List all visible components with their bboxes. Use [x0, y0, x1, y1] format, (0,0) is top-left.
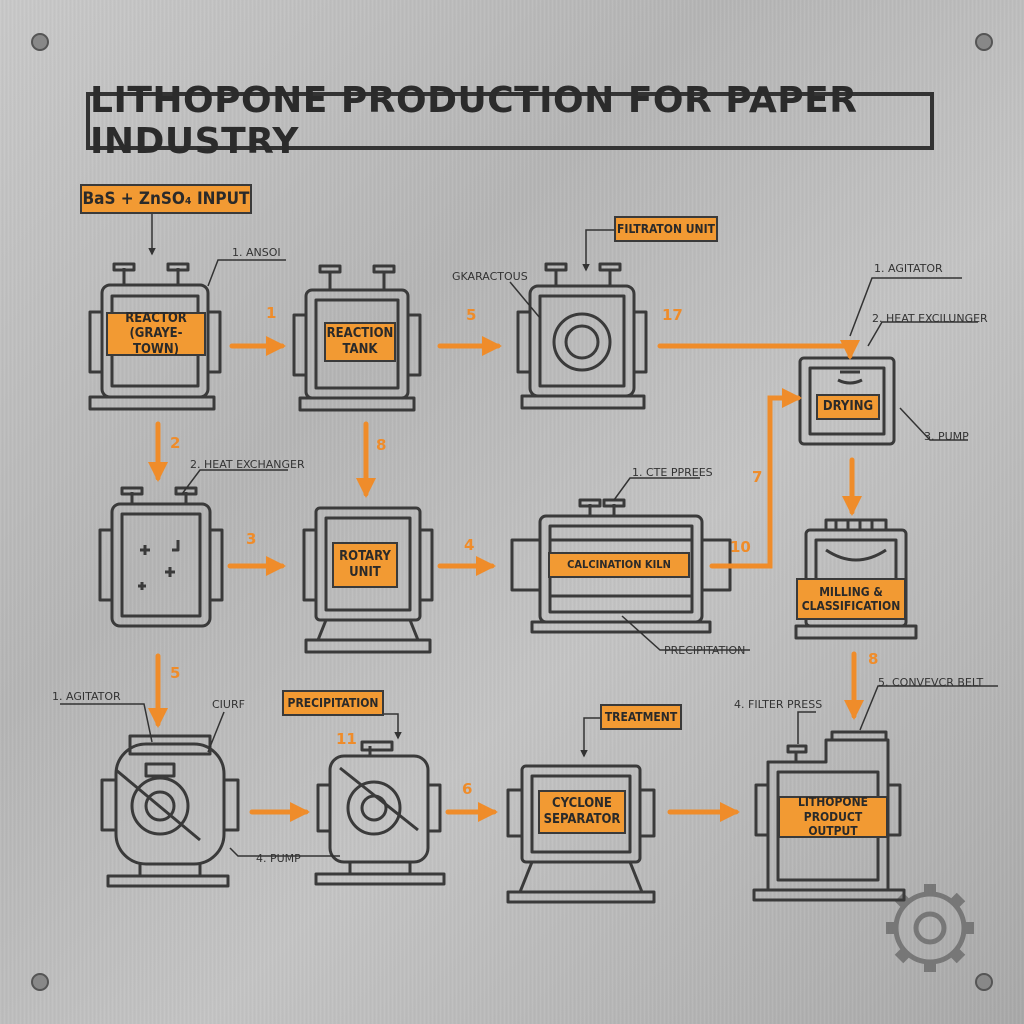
filtration-unit-equipment [516, 262, 648, 410]
step-number: 17 [662, 306, 683, 324]
reaction-tank-label: REACTION TANK [324, 322, 396, 362]
reaction-tank-equipment [292, 264, 422, 412]
note-agitator-top: 1. AGITATOR [874, 262, 943, 275]
note-precipitation: PRECIPITATION [664, 644, 746, 657]
step-number: 10 [730, 538, 751, 556]
cyclone-separator-equipment [506, 764, 656, 904]
lithopone-output-label: LITHOPONE PRODUCT OUTPUT [778, 795, 888, 838]
heat-exchanger-equipment [98, 486, 224, 628]
input-label: BaS + ZnSO₄ INPUT [80, 184, 252, 214]
step-number: 8 [376, 436, 387, 454]
step-number: 6 [462, 780, 473, 798]
note-pump-right: 3. PUMP [924, 430, 969, 443]
step-number: 5 [466, 306, 477, 324]
step-number: 7 [752, 468, 763, 486]
reactor-label: REACTOR (GRAYE-TOWN) [106, 311, 206, 357]
rotary-unit-equipment [302, 506, 434, 654]
note-filter-press: 4. FILTER PRESS [734, 698, 823, 711]
calcination-kiln-label: CALCINATION KILN [548, 552, 690, 578]
filtration-unit-tag: FILTRATON UNIT [614, 216, 718, 242]
step-number: 5 [170, 664, 181, 682]
step-number: 11 [336, 730, 357, 748]
note-ciurf: CIURF [212, 698, 245, 711]
note-gkaractous: GKARACTOUS [452, 270, 528, 283]
title-frame: LITHOPONE PRODUCTION FOR PAPER INDUSTRY [86, 80, 934, 162]
gear-icon [886, 884, 974, 972]
cyclone-separator-label: CYCLONE SEPARATOR [538, 790, 626, 834]
note-conveyor-belt: 5. CONVEVCR BELT [878, 676, 984, 689]
calcination-kiln-equipment [510, 498, 732, 634]
milling-label: MILLING & CLASSIFICATION [796, 578, 906, 620]
note-agitator-bottom: 1. AGITATOR [52, 690, 121, 703]
step-number: 8 [868, 650, 879, 668]
drying-label: DRYING [816, 394, 880, 420]
step-number: 4 [464, 536, 475, 554]
step-number: 3 [246, 530, 257, 548]
note-ansoi: 1. ANSOI [232, 246, 281, 259]
step-number: 2 [170, 434, 181, 452]
pump-equipment [314, 740, 446, 886]
treatment-tag: TREATMENT [600, 704, 682, 730]
note-pump-bottom: 4. PUMP [256, 852, 301, 865]
screw-icon [31, 33, 993, 991]
page-title: LITHOPONE PRODUCTION FOR PAPER INDUSTRY [90, 80, 858, 162]
step-number: 1 [266, 304, 277, 322]
note-heat-exchanger-top: 2. HEAT EXCILUNGER [872, 312, 988, 325]
note-heat-exchanger-left: 2. HEAT EXCHANGER [190, 458, 305, 471]
precipitation-tag: PRECIPITATION [282, 690, 384, 716]
note-cte-pprees: 1. CTE PPREES [632, 466, 713, 479]
rotary-unit-label: ROTARY UNIT [332, 542, 398, 588]
agitator-equipment [100, 734, 240, 888]
